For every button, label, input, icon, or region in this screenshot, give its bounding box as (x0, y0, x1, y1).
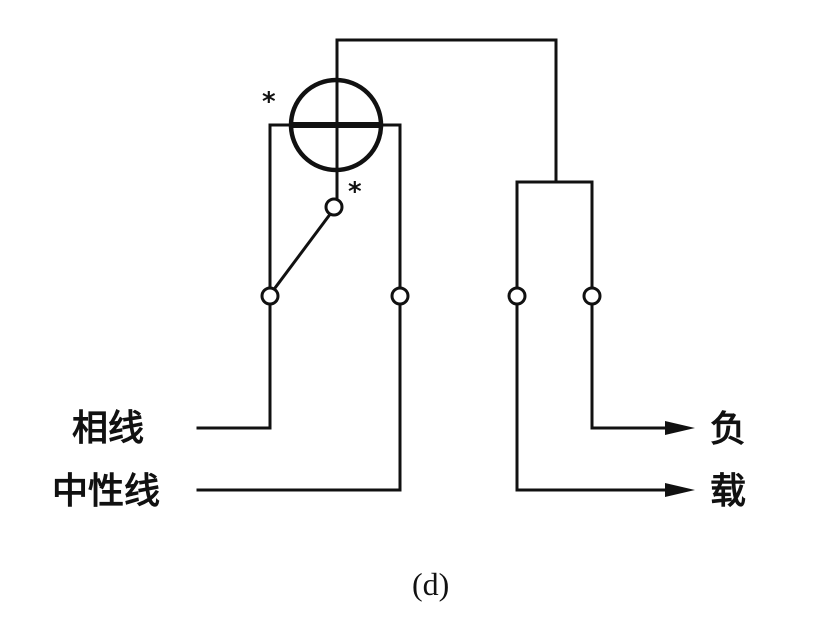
phase-line-label: 相线 (72, 408, 144, 449)
terminal-icon (324, 197, 344, 217)
load-label-bottom: 载 (710, 471, 746, 512)
terminal-icon (260, 286, 280, 306)
neutral-line-wire (196, 301, 402, 492)
arrow-right-icon (665, 421, 695, 435)
meter-to-load-wire (335, 38, 558, 184)
phase-line-wire (196, 301, 272, 430)
terminal-icon (390, 286, 410, 306)
load-block-frame (515, 180, 594, 294)
arrow-right-icon (665, 483, 695, 497)
load-output-top-wire (590, 301, 670, 430)
polarity-mark-left: * (262, 87, 276, 117)
load-output-bottom-wire (515, 301, 670, 492)
terminal-icon (582, 286, 602, 306)
polarity-mark-right: * (348, 177, 362, 207)
terminal-icon (507, 286, 527, 306)
load-label-top: 负 (710, 409, 746, 450)
neutral-line-label: 中性线 (52, 471, 160, 512)
switch-link (272, 210, 334, 291)
figure-caption: (d) (412, 566, 449, 602)
